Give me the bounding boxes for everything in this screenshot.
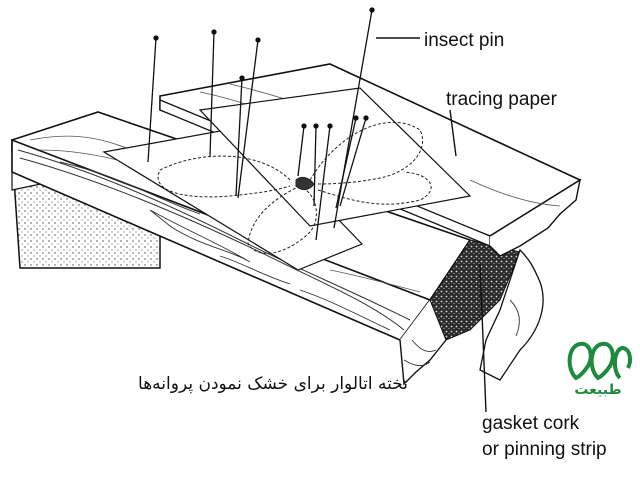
cork-strip <box>429 239 521 341</box>
leader-lines <box>376 37 487 413</box>
insect-pins <box>147 7 375 241</box>
logo-mark-icon <box>567 341 632 381</box>
gasket-cork-label: gasket cork <box>482 413 580 434</box>
insect-pin-label: insect pin <box>424 30 505 51</box>
pinning-strip-label: or pinning strip <box>482 439 607 460</box>
tabiat-logo: طبیعت <box>556 338 640 408</box>
tracing-paper <box>102 87 472 271</box>
persian-caption: تخته اتالوار برای خشک نمودن پروانه‌ها <box>138 374 408 394</box>
logo-text: طبیعت <box>574 382 622 398</box>
tracing-paper-label: tracing paper <box>446 89 557 110</box>
butterfly-outline <box>157 121 432 254</box>
